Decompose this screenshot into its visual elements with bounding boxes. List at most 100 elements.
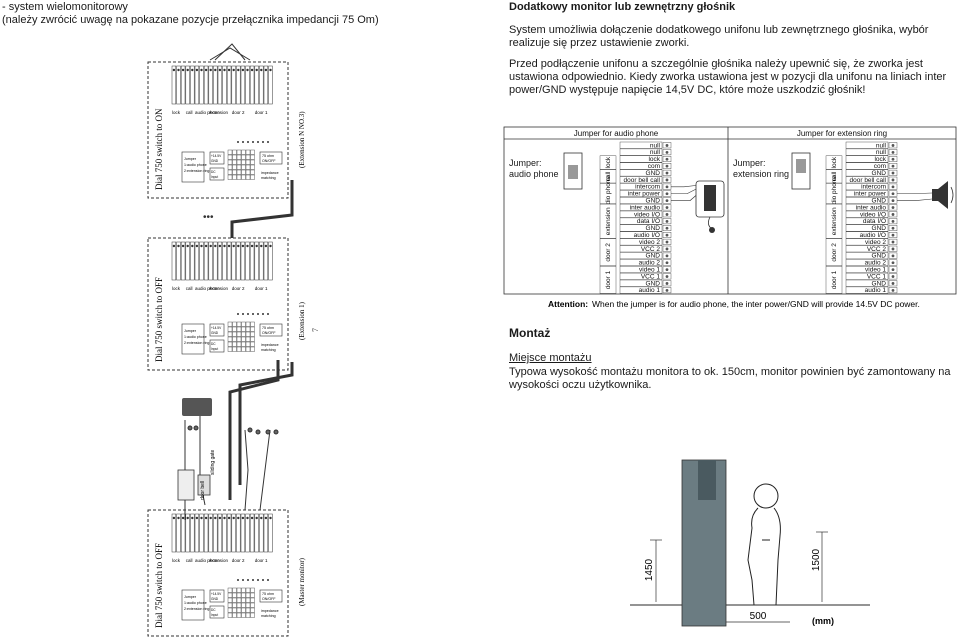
jumper-box	[181, 589, 205, 621]
mini-terminal	[245, 154, 251, 160]
signal-cell	[619, 148, 663, 156]
mini-terminal	[250, 612, 255, 618]
signal-label: lock	[648, 156, 660, 163]
mini-terminal	[232, 346, 237, 352]
signal-cell	[845, 155, 889, 163]
terminal-screw	[665, 233, 669, 237]
signal-cell	[845, 286, 889, 294]
terminal-screw	[209, 68, 212, 72]
indicator-dot	[252, 313, 254, 315]
mini-terminal	[232, 336, 237, 342]
indicator-dot	[242, 313, 244, 315]
terminal-screw	[232, 244, 235, 248]
jumper-diagram: Jumper for audio phone Jumper for extens…	[503, 126, 957, 309]
terminal-screw	[665, 240, 669, 244]
signal-label: com	[648, 163, 660, 170]
signal-cell	[845, 224, 889, 232]
group-cell	[599, 265, 617, 294]
section1-paragraph-2: Przed podłączenie unifonu a szczególnie …	[509, 58, 947, 96]
terminal-screw	[264, 244, 268, 248]
mini-terminal	[232, 149, 237, 155]
terminal-screw	[218, 516, 222, 520]
terminal-screw	[891, 185, 895, 189]
terminal-pin	[259, 513, 264, 553]
terminal-screw	[260, 516, 263, 520]
signal-cell	[619, 265, 663, 273]
signal-label: audio I/O	[634, 232, 660, 239]
terminal-pin	[185, 513, 190, 553]
mini-terminal	[227, 154, 233, 160]
signal-cell	[619, 196, 663, 204]
switch-box-label: ON/OFF	[262, 331, 276, 335]
signal-label: null	[650, 149, 661, 156]
group-cell	[599, 183, 617, 204]
terminal-pin	[259, 65, 264, 105]
terminal-screw	[200, 516, 203, 520]
signal-cell	[845, 203, 889, 211]
handset-icon	[695, 180, 725, 233]
mini-terminal	[245, 597, 251, 603]
indicator-dot	[257, 141, 259, 143]
terminal-screw	[209, 516, 212, 520]
terminal-screw	[665, 206, 669, 209]
mini-terminal	[236, 602, 242, 608]
terminal-pin	[268, 65, 273, 105]
mini-terminal	[236, 159, 242, 165]
indicator-dot	[237, 313, 239, 315]
terminal-screw	[891, 226, 895, 230]
jumper-box	[181, 323, 205, 355]
signal-cell	[845, 265, 889, 273]
signal-cell	[845, 245, 889, 253]
attention-label: Attention:	[548, 299, 588, 309]
indicator-dot	[237, 141, 239, 143]
terminal-screw	[200, 68, 203, 72]
terminal-screw	[891, 233, 895, 237]
terminal-pin	[249, 241, 255, 281]
terminal-pin	[236, 513, 241, 553]
signal-cell	[619, 245, 663, 253]
terminal-pin	[222, 513, 227, 553]
terminal-pin	[236, 241, 241, 281]
mini-terminal	[227, 159, 233, 165]
mini-terminal	[236, 612, 242, 618]
mini-terminal	[236, 321, 242, 327]
mini-terminal	[245, 587, 251, 593]
terminal-pin	[217, 241, 223, 281]
terminal-screw	[665, 199, 669, 203]
group-label: call	[605, 171, 612, 181]
terminal-pin	[222, 65, 227, 105]
switch-box-label: 75 ohm	[262, 326, 274, 330]
group-label: extension	[831, 207, 838, 235]
mini-terminal	[241, 174, 246, 180]
switch-label: Dial 750 switch to OFF	[154, 543, 164, 628]
terminal-screw	[891, 157, 895, 161]
terminal-screw	[269, 68, 272, 72]
signal-cell	[619, 169, 663, 177]
terminal-screw	[665, 268, 669, 272]
terminal-screw	[204, 244, 208, 248]
mini-terminal	[232, 602, 237, 608]
indicator-dot	[262, 141, 264, 143]
terminal-screw	[891, 150, 895, 154]
signal-label: intercom	[861, 184, 886, 191]
mini-terminal	[232, 169, 237, 175]
indicator-dot	[242, 579, 244, 581]
terminal-screw	[665, 275, 669, 278]
terminal-pin	[245, 65, 250, 105]
mini-terminal	[236, 164, 242, 170]
mini-terminal	[232, 174, 237, 180]
signal-label: VCC 1	[641, 273, 661, 280]
terminal-screw	[241, 244, 245, 248]
terminal-screw	[237, 516, 240, 520]
terminal-screw	[172, 244, 176, 248]
signal-label: audio 2	[639, 260, 661, 267]
terminal-pin	[217, 65, 223, 105]
signal-label: data I/O	[863, 218, 886, 225]
terminal-screw	[232, 516, 235, 520]
signal-cell	[845, 162, 889, 170]
terminal-screw	[891, 275, 895, 278]
mini-terminal	[250, 607, 255, 613]
terminal-pin	[226, 513, 232, 553]
terminal-pin	[249, 65, 255, 105]
terminal-pin	[190, 513, 195, 553]
